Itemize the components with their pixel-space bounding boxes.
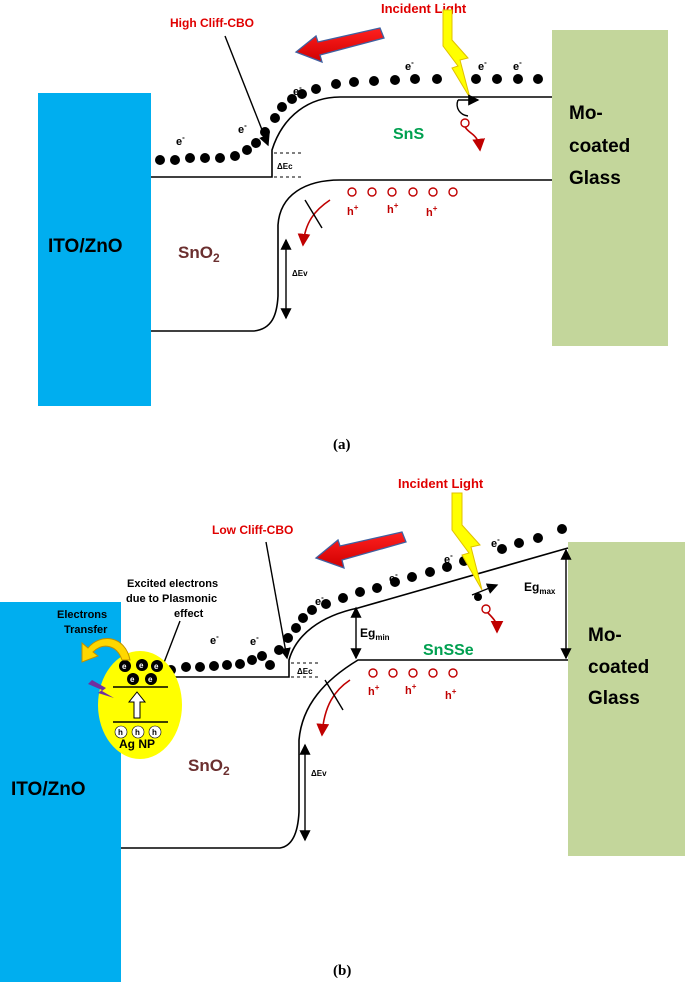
glass-label-3: Glass — [569, 168, 621, 189]
sno2-label: SnO2 — [188, 756, 230, 778]
electron-label: e- — [293, 83, 302, 98]
sns-label: SnS — [393, 126, 424, 143]
hole-label: h+ — [426, 204, 438, 219]
electrons-transfer-label-1: Electrons — [57, 609, 107, 621]
hole-blocked-arrow — [316, 679, 351, 737]
caption-a: (a) — [333, 437, 351, 453]
electron-label: e- — [513, 58, 522, 73]
hole-label: h+ — [368, 683, 380, 698]
delta-ec-label: ΔEc — [297, 667, 313, 676]
sno2-label: SnO2 — [178, 243, 220, 265]
electrons-transfer-label-2: Transfer — [64, 624, 108, 636]
ito-zno-block — [0, 602, 121, 982]
excited-label-2: due to Plasmonic — [126, 593, 217, 605]
excitation-arrow-icon — [127, 691, 147, 719]
hole-label: h+ — [347, 203, 359, 218]
mo-glass-block — [568, 542, 685, 856]
glass-label-3: Glass — [588, 688, 640, 709]
hole-blocked-arrow — [297, 199, 331, 247]
hole-circles — [368, 668, 458, 678]
electron-label: e- — [444, 551, 453, 566]
incident-light-label: Incident Light — [381, 1, 467, 16]
hole-circles — [347, 187, 458, 197]
ag-np-electrons — [119, 659, 163, 685]
panel-b: ITO/ZnO Mo- coated Glass ΔEc ΔEv Egmin E… — [0, 476, 685, 982]
low-cliff-cbo-label: Low Cliff-CBO — [212, 523, 293, 537]
mo-glass-block — [552, 30, 668, 346]
ito-zno-block — [38, 93, 151, 406]
delta-ev-label: ΔEv — [311, 769, 327, 778]
electron-transfer-arrow — [81, 638, 131, 663]
hole-label: h+ — [405, 682, 417, 697]
glass-label-1: Mo- — [588, 625, 622, 646]
panel-a: ITO/ZnO Mo- coated Glass ΔEc ΔEv SnO2 Sn… — [38, 1, 668, 453]
eg-max-label: Egmax — [524, 580, 556, 596]
electron-label: e- — [210, 632, 219, 647]
electron-flow-arrow — [314, 531, 407, 570]
glass-label-2: coated — [588, 657, 649, 678]
ag-np-holes — [114, 725, 162, 739]
eg-min-label: Egmin — [360, 626, 390, 642]
caption-b: (b) — [333, 963, 351, 979]
glass-label-1: Mo- — [569, 103, 603, 124]
lightning-bolt-icon — [451, 492, 483, 591]
plasmon-lightning-icon — [88, 680, 114, 698]
excited-label-3: effect — [174, 608, 204, 620]
incident-light-label: Incident Light — [398, 476, 484, 491]
ag-np-label: Ag NP — [119, 737, 155, 751]
electron-label: e- — [176, 133, 185, 148]
sno2-valence-band — [121, 659, 568, 849]
lightning-bolt-icon — [442, 9, 471, 99]
electron-label: e- — [315, 593, 324, 608]
ito-zno-label: ITO/ZnO — [11, 779, 86, 800]
electron-label: e- — [491, 535, 500, 550]
delta-ec-label: ΔEc — [277, 162, 293, 171]
electron-label: e- — [238, 121, 247, 136]
electron-label: e- — [478, 58, 487, 73]
electron-label: e- — [389, 570, 398, 585]
high-cliff-cbo-label: High Cliff-CBO — [170, 16, 254, 30]
sno2-valence-band — [151, 179, 552, 332]
ito-zno-label: ITO/ZnO — [48, 236, 123, 257]
hole-label: h+ — [445, 687, 457, 702]
electron-label: e- — [405, 58, 414, 73]
electron-label: e- — [250, 633, 259, 648]
hole-label: h+ — [387, 201, 399, 216]
excited-label-1: Excited electrons — [127, 578, 218, 590]
electron-dots — [155, 74, 543, 165]
delta-ev-label: ΔEv — [292, 269, 308, 278]
glass-label-2: coated — [569, 136, 630, 157]
electron-flow-arrow — [294, 27, 385, 64]
sno2-conduction-band — [151, 96, 552, 178]
snsse-label: SnSSe — [423, 642, 474, 659]
